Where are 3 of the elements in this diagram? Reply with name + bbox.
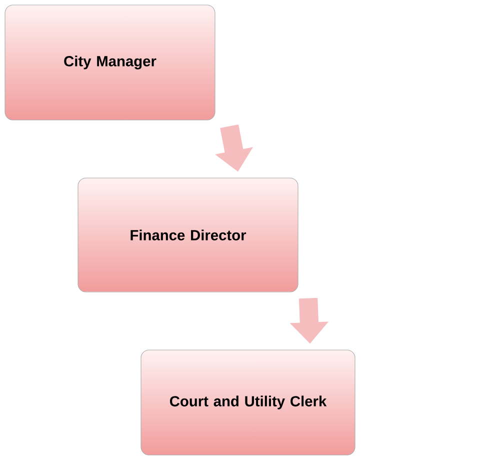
process-box: Finance Director bbox=[78, 178, 298, 292]
process-box: Court and Utility Clerk bbox=[140, 350, 356, 456]
process-box: City Manager bbox=[4, 4, 216, 120]
